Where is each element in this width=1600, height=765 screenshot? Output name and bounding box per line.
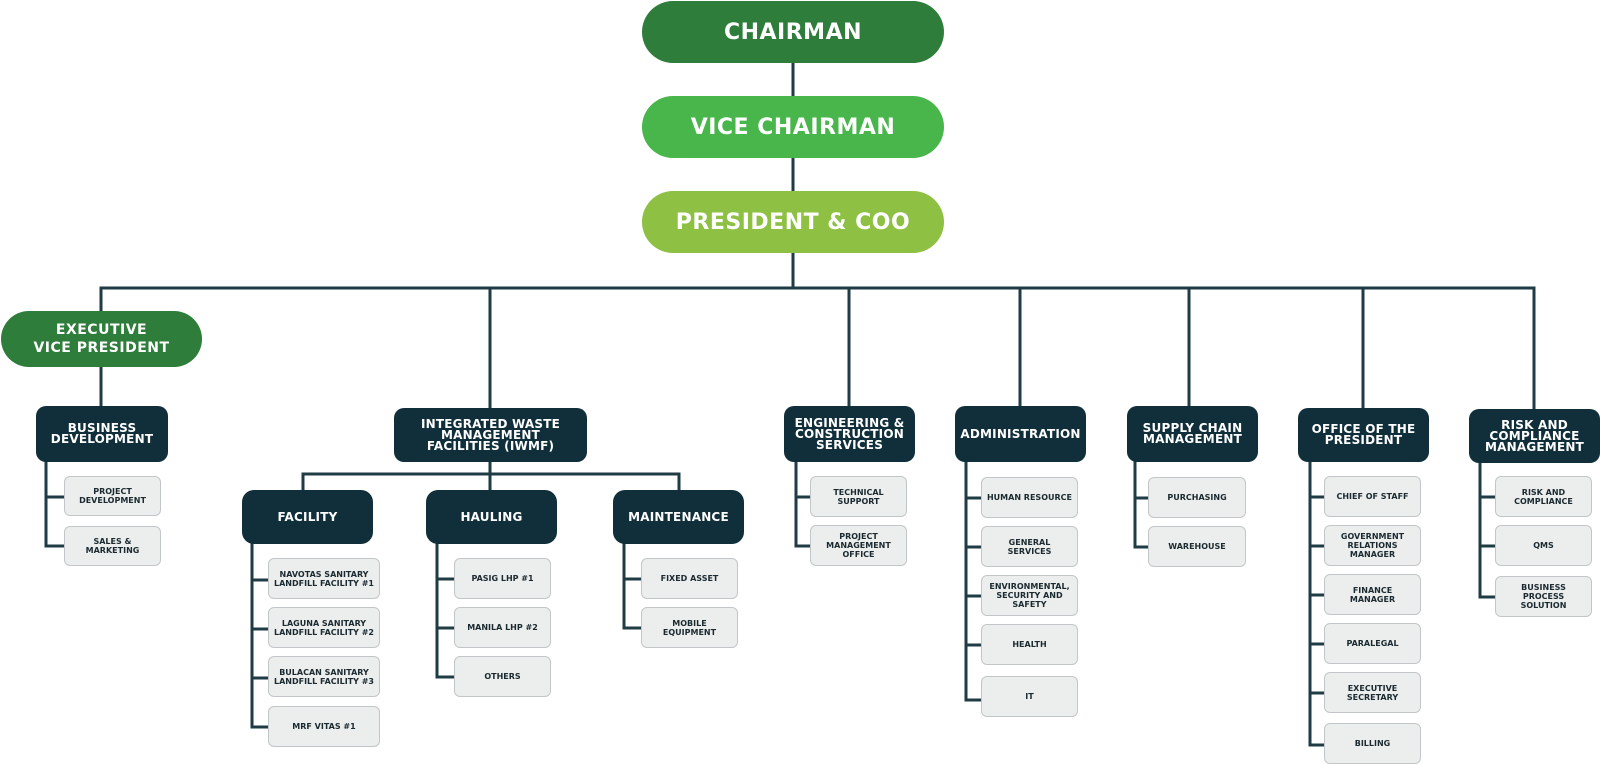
maintenance-label: MAINTENANCE [628, 509, 729, 524]
office-of-president-label: OFFICE OF THE PRESIDENT [1311, 422, 1416, 447]
risk-compliance-label: RISK AND COMPLIANCE MANAGEMENT [1485, 417, 1584, 454]
org-unit-box: QMS [1495, 525, 1592, 566]
president-node: PRESIDENT & COO [642, 191, 944, 253]
maintenance-node: MAINTENANCE [613, 490, 744, 544]
org-unit-box: FINANCE MANAGER [1324, 574, 1421, 615]
org-unit-box: TECHNICAL SUPPORT [810, 476, 907, 517]
org-unit-box: SALES & MARKETING [64, 526, 161, 566]
hauling-node: HAULING [426, 490, 557, 544]
org-unit-box: MOBILE EQUIPMENT [641, 607, 738, 648]
org-unit-box: CHIEF OF STAFF [1324, 476, 1421, 517]
risk-compliance-node: RISK AND COMPLIANCE MANAGEMENT [1469, 409, 1600, 463]
engineering-label: ENGINEERING & CONSTRUCTION SERVICES [794, 415, 905, 452]
evp-label-line2: VICE PRESIDENT [33, 340, 170, 356]
org-unit-box: LAGUNA SANITARY LANDFILL FACILITY #2 [268, 607, 380, 648]
engineering-node: ENGINEERING & CONSTRUCTION SERVICES [784, 406, 915, 462]
org-unit-box: PROJECT MANAGEMENT OFFICE [810, 525, 907, 566]
org-unit-box: EXECUTIVE SECRETARY [1324, 672, 1421, 713]
org-unit-box: PASIG LHP #1 [454, 558, 551, 599]
president-label: PRESIDENT & COO [675, 209, 911, 235]
org-unit-box: ENVIRONMENTAL, SECURITY AND SAFETY [981, 575, 1078, 616]
org-unit-box: GOVERNMENT RELATIONS MANAGER [1324, 525, 1421, 566]
business-development-node: BUSINESS DEVELOPMENT [36, 406, 168, 462]
vice-chairman-node: VICE CHAIRMAN [642, 96, 944, 158]
supply-chain-node: SUPPLY CHAIN MANAGEMENT [1127, 406, 1258, 462]
org-unit-box: HEALTH [981, 624, 1078, 665]
evp-label-line1: EXECUTIVE [55, 322, 148, 338]
administration-label: ADMINISTRATION [960, 426, 1081, 441]
vice-chairman-label: VICE CHAIRMAN [690, 114, 896, 140]
iwmf-node: INTEGRATED WASTE MANAGEMENT FACILITIES (… [394, 408, 587, 462]
iwmf-label: INTEGRATED WASTE MANAGEMENT FACILITIES (… [420, 416, 561, 453]
org-unit-box: GENERAL SERVICES [981, 526, 1078, 567]
chairman-label: CHAIRMAN [723, 19, 863, 45]
org-unit-box: FIXED ASSET [641, 558, 738, 599]
org-unit-box: MANILA LHP #2 [454, 607, 551, 648]
org-unit-box: OTHERS [454, 656, 551, 697]
facility-node: FACILITY [242, 490, 373, 544]
org-unit-box: HUMAN RESOURCE [981, 477, 1078, 518]
administration-node: ADMINISTRATION [955, 406, 1086, 462]
executive-vice-president-node: EXECUTIVE VICE PRESIDENT [1, 311, 202, 367]
org-unit-box: MRF VITAS #1 [268, 706, 380, 747]
business-development-label: BUSINESS DEVELOPMENT [50, 421, 154, 446]
org-unit-box: NAVOTAS SANITARY LANDFILL FACILITY #1 [268, 558, 380, 599]
hauling-label: HAULING [460, 509, 523, 524]
org-unit-box: PURCHASING [1148, 477, 1246, 518]
office-of-president-node: OFFICE OF THE PRESIDENT [1298, 408, 1429, 462]
org-unit-box: IT [981, 676, 1078, 717]
org-unit-box: BUSINESS PROCESS SOLUTION [1495, 576, 1592, 617]
chairman-node: CHAIRMAN [642, 1, 944, 63]
org-unit-box: RISK AND COMPLIANCE [1495, 476, 1592, 517]
facility-label: FACILITY [277, 509, 338, 524]
supply-chain-label: SUPPLY CHAIN MANAGEMENT [1142, 421, 1243, 446]
org-unit-box: PARALEGAL [1324, 623, 1421, 664]
org-unit-box: BILLING [1324, 723, 1421, 764]
org-unit-box: PROJECT DEVELOPMENT [64, 476, 161, 516]
org-unit-box: BULACAN SANITARY LANDFILL FACILITY #3 [268, 656, 380, 697]
org-unit-box: WAREHOUSE [1148, 526, 1246, 567]
